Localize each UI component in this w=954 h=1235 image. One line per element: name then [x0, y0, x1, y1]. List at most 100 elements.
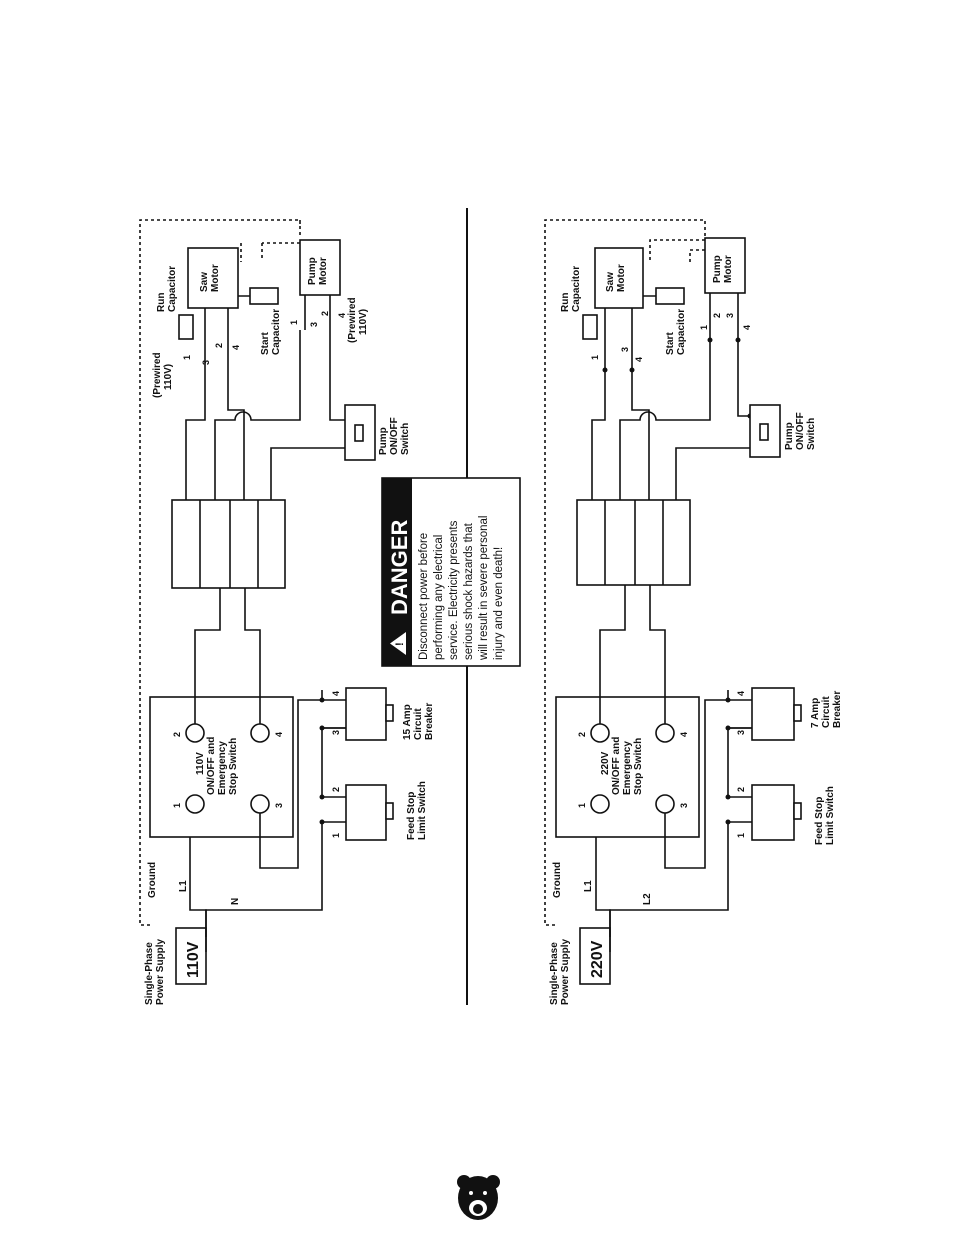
breaker-terminal: 3 [736, 730, 746, 735]
switch-terminal-label: 2 [577, 732, 587, 737]
bear-mouth-icon [473, 1204, 483, 1214]
pump-terminal: 4 [742, 325, 752, 330]
switch-terminal-3 [655, 794, 675, 814]
switch-to-block [194, 588, 221, 724]
danger-header [382, 478, 412, 666]
supply-label: Single-Phase Power Supply [549, 938, 571, 1005]
pump-terminal: 2 [712, 313, 722, 318]
run-capacitor [178, 314, 194, 340]
wire-to-pump-switch [631, 370, 650, 500]
wire-to-pump-switch [270, 447, 345, 500]
warning-icon [390, 632, 406, 655]
circuit-breaker [751, 687, 795, 741]
supply-box [579, 927, 611, 985]
saw-terminal: 3 [620, 347, 630, 352]
supply-label: Single-Phase Power Supply [144, 938, 166, 1005]
breaker-wire [728, 699, 752, 729]
saw-terminal: 1 [590, 355, 600, 360]
junction-dot [319, 725, 325, 731]
saw-terminal: 4 [634, 357, 644, 362]
saw-terminal: 3 [201, 360, 211, 365]
feed-stop-actuator [385, 802, 394, 820]
feed-stop-label: Feed Stop Limit Switch [406, 781, 428, 840]
pump-terminal: 1 [699, 325, 709, 330]
feed-stop-wire [321, 727, 346, 823]
breaker-label: 7 Amp Circuit Breaker [810, 691, 843, 728]
feed-stop-switch [345, 784, 387, 841]
l2-label: L2 [642, 893, 653, 905]
junction-dot [725, 819, 731, 825]
switch-terminal-label: 4 [274, 732, 284, 737]
feed-stop-terminal: 2 [331, 787, 341, 792]
junction-dot [319, 697, 325, 703]
start-capacitor [249, 287, 279, 305]
wire-to-saw [591, 370, 606, 500]
ground-label: Ground [147, 862, 158, 898]
breaker-terminal: 4 [331, 691, 341, 696]
breaker-terminal: 3 [331, 730, 341, 735]
start-capacitor [655, 287, 685, 305]
pump-switch-label: Pump ON/OFF Switch [378, 414, 411, 455]
danger-text: Disconnect power before performing any e… [418, 512, 505, 661]
bear-eye-icon [469, 1191, 473, 1195]
bear-head-icon [458, 1176, 498, 1220]
run-capacitor-label: Run Capacitor [156, 266, 178, 312]
junction-dot [319, 794, 325, 800]
start-capacitor-label: Start Capacitor [260, 309, 282, 355]
pump-lead [709, 293, 739, 340]
pump-switch-wire [737, 340, 750, 417]
junction-dot [319, 819, 325, 825]
danger-notice: DANGER ! Disconnect power before perform… [381, 477, 521, 667]
saw-terminal: 1 [182, 355, 192, 360]
junction-dot [725, 725, 731, 731]
pump-terminal: 1 [289, 320, 299, 325]
switch-terminal-2 [590, 723, 610, 743]
pump-motor-label: Pump Motor [712, 252, 734, 283]
pump-prewired-label: (Prewired 110V) [347, 295, 369, 343]
ground-label: Ground [552, 862, 563, 898]
feed-stop-terminal: 1 [331, 833, 341, 838]
switch-terminal-4 [655, 723, 675, 743]
l1-label: L1 [583, 880, 594, 892]
switch-terminal-label: 3 [274, 803, 284, 808]
pump-terminal: 4 [337, 313, 347, 318]
pump-switch-rocker [759, 423, 769, 441]
pump-terminal: 2 [320, 311, 330, 316]
breaker-button [793, 704, 802, 722]
terminal-block [171, 499, 286, 589]
pump-switch-wire [329, 330, 345, 421]
n-wire [205, 822, 323, 952]
pump-motor-label: Pump Motor [307, 254, 329, 285]
run-capacitor [582, 314, 598, 340]
supply-voltage: 110V [185, 941, 202, 978]
switch-label: 220V ON/OFF and Emergency Stop Switch [600, 734, 644, 795]
saw-prewired-label: (Prewired 110V) [152, 350, 174, 398]
switch-terminal-1 [185, 794, 205, 814]
wire-to-saw [214, 330, 301, 500]
pump-switch-rocker [354, 424, 364, 442]
supply-box [175, 927, 207, 985]
saw-motor-label: Saw Motor [605, 264, 627, 292]
breaker-label: 15 Amp Circuit Breaker [402, 701, 435, 740]
saw-motor [594, 247, 644, 309]
breaker-terminal: 4 [736, 691, 746, 696]
n-label: N [230, 898, 241, 905]
pump-motor [299, 239, 341, 296]
run-capacitor-label: Run Capacitor [560, 266, 582, 312]
onoff-switch-box [555, 696, 700, 838]
switch-label: 110V ON/OFF and Emergency Stop Switch [195, 734, 239, 795]
switch-terminal-3 [250, 794, 270, 814]
switch-terminal-2 [185, 723, 205, 743]
feed-stop-actuator [793, 802, 802, 820]
wire-to-pump-switch [675, 447, 750, 500]
feed-stop-terminal: 2 [736, 787, 746, 792]
switch-terminal-label: 4 [679, 732, 689, 737]
switch-terminal-1 [590, 794, 610, 814]
switch-terminal-label: 1 [172, 803, 182, 808]
supply-voltage: 220V [589, 940, 606, 978]
feed-stop-terminal: 1 [736, 833, 746, 838]
feed-stop-wire [727, 727, 752, 823]
feed-stop-label: Feed Stop Limit Switch [814, 786, 836, 845]
warning-icon-mark: ! [394, 642, 406, 646]
